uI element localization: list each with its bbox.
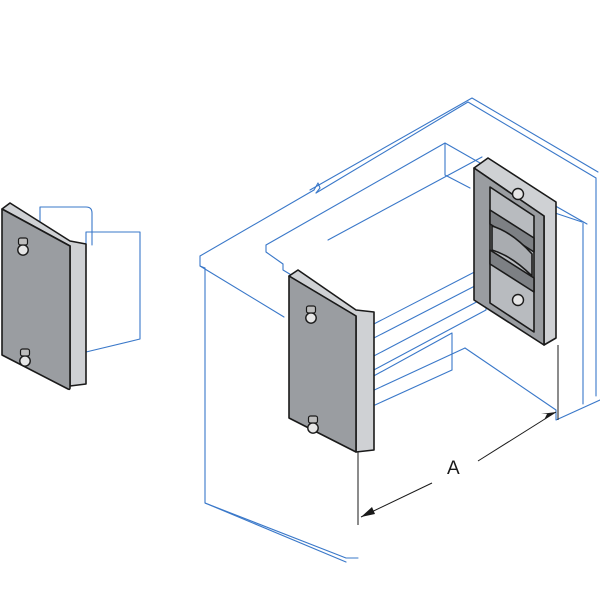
screw-icon — [307, 415, 319, 434]
screw-icon — [19, 348, 31, 367]
screw-icon — [17, 237, 29, 256]
detached-rail-outline-lower — [85, 231, 141, 353]
arrowhead-icon — [541, 412, 556, 420]
dimension-a: A — [357, 345, 559, 525]
arrowhead-icon — [361, 507, 375, 517]
detached-plate-assembly — [1, 202, 141, 391]
detached-rail-outline — [39, 206, 93, 246]
screw-icon — [305, 305, 317, 324]
rear-slide-bracket — [473, 157, 557, 346]
installed-plate-assembly — [288, 269, 375, 453]
mounting-hole-icon — [511, 187, 525, 201]
mounting-hole-icon — [511, 293, 525, 307]
dimension-label: A — [447, 458, 460, 479]
